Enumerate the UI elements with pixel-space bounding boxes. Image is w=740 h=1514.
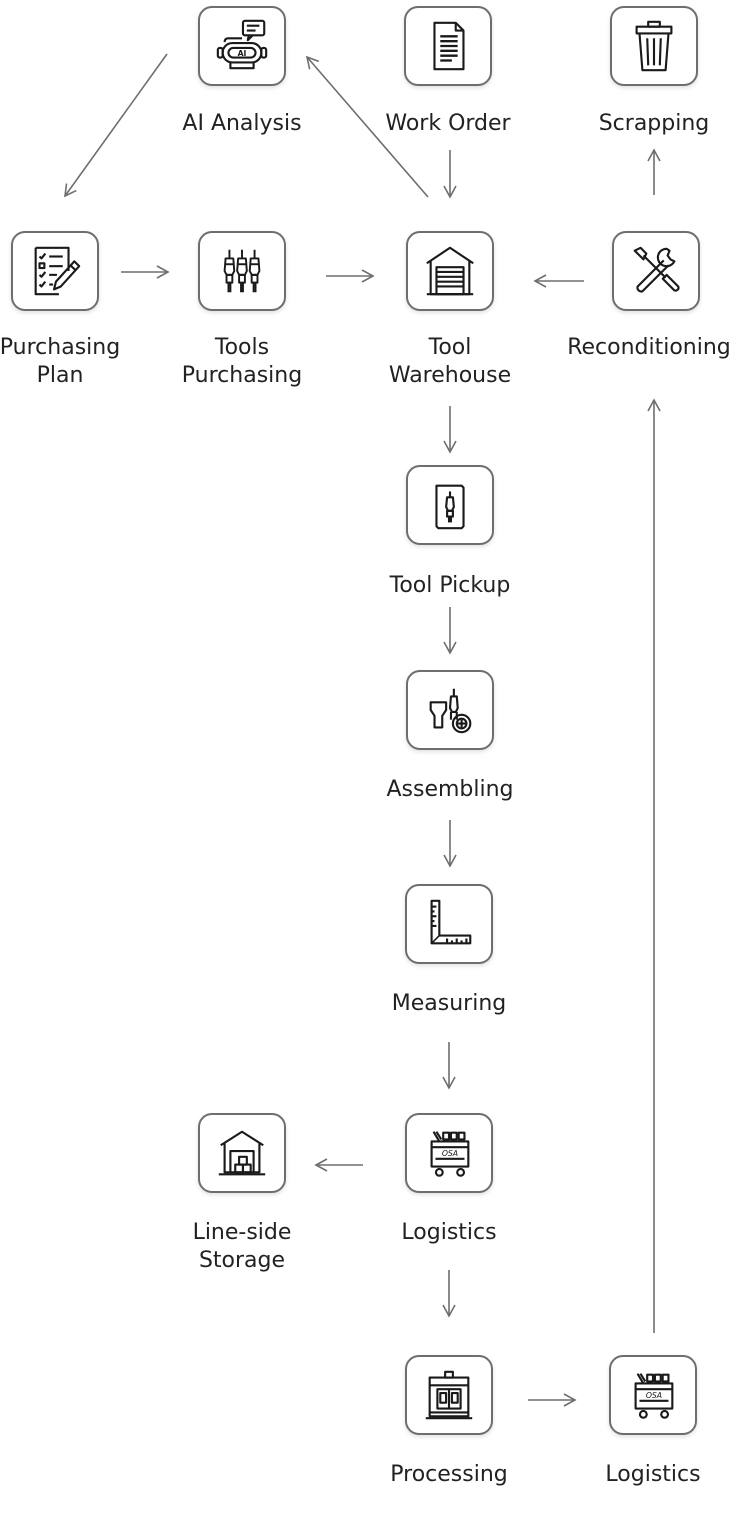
node-measuring: [405, 884, 493, 964]
assembling-icon: [429, 688, 472, 734]
label-ai-analysis: AI Analysis: [182, 111, 302, 136]
svg-text:OSA: OSA: [646, 1391, 662, 1400]
checklist-icon: [34, 246, 81, 296]
svg-text:OSA: OSA: [442, 1149, 458, 1158]
ai-robot-icon: AI: [216, 19, 268, 70]
node-logistics-bottom: OSA: [609, 1355, 697, 1435]
svg-text:AI: AI: [238, 49, 247, 58]
storage-icon: [218, 1130, 266, 1176]
arrow-warehouse-to-ai: [305, 55, 429, 198]
label-scrapping: Scrapping: [598, 111, 710, 136]
node-logistics-mid: OSA: [405, 1113, 493, 1193]
tools-icon: [223, 248, 261, 294]
machine-icon: [425, 1370, 473, 1420]
label-logistics-bottom: Logistics: [605, 1462, 701, 1487]
label-assembling: Assembling: [386, 777, 514, 802]
arrow-ai-to-purchasing-plan: [64, 53, 168, 198]
node-tool-warehouse: [406, 231, 494, 311]
label-logistics-mid: Logistics: [401, 1220, 497, 1245]
node-tools-purchasing: [198, 231, 286, 311]
node-tool-pickup: [406, 465, 494, 545]
node-scrapping: [610, 6, 698, 86]
node-work-order: [404, 6, 492, 86]
trash-icon: [635, 20, 673, 72]
ruler-square-icon: [430, 899, 472, 945]
tool-pickup-icon: [435, 484, 465, 530]
label-reconditioning: Reconditioning: [567, 335, 731, 360]
node-processing: [405, 1355, 493, 1435]
node-line-side-storage: [198, 1113, 286, 1193]
label-measuring: Measuring: [391, 991, 507, 1016]
node-assembling: [406, 670, 494, 750]
document-icon: [433, 21, 465, 71]
label-processing: Processing: [390, 1462, 508, 1487]
wrench-screwdriver-icon: [633, 246, 680, 293]
node-purchasing-plan: [11, 231, 99, 311]
cart-icon: OSA: [634, 1373, 674, 1419]
cart-icon: OSA: [430, 1131, 470, 1177]
label-tool-pickup: Tool Pickup: [389, 573, 511, 598]
label-work-order: Work Order: [385, 111, 511, 136]
warehouse-icon: [426, 246, 474, 296]
node-ai-analysis: AI: [198, 6, 286, 86]
node-reconditioning: [612, 231, 700, 311]
